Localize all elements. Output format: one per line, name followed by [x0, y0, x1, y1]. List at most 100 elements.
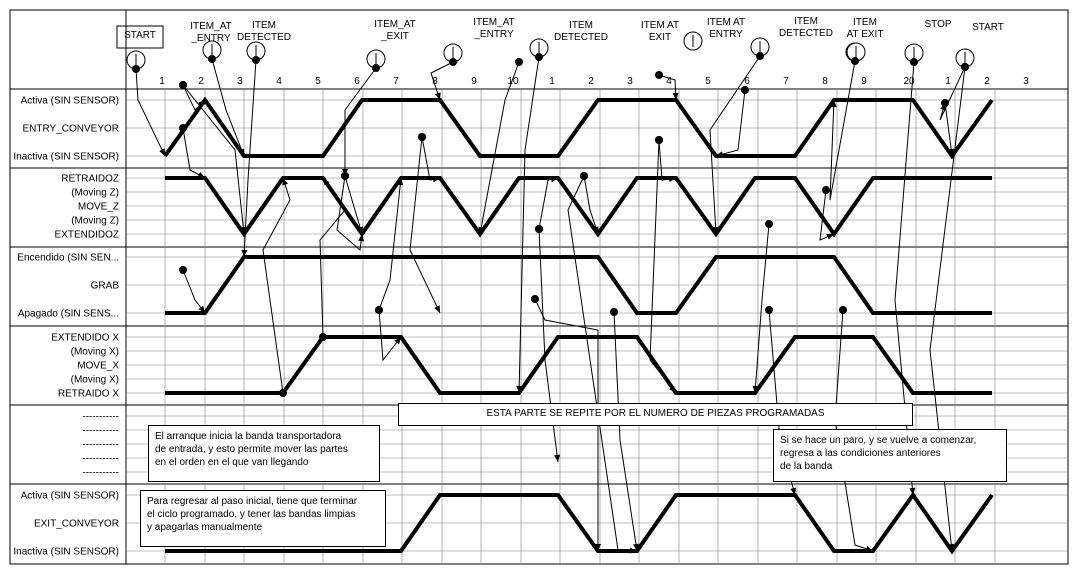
- arrow-head: [672, 92, 679, 100]
- event-label-text: ITEM_AT: [473, 17, 514, 28]
- causality-arrow: [613, 311, 638, 552]
- arrow-origin-dot: [449, 58, 457, 66]
- causality-arrow: [518, 56, 540, 394]
- arrow-origin-dot: [961, 63, 969, 71]
- step-number: 3: [627, 76, 633, 87]
- arrow-head: [240, 226, 247, 234]
- causality-arrow: [262, 177, 291, 394]
- event-stop: STOP: [904, 19, 952, 63]
- event-label-text: DETECTED: [554, 32, 608, 43]
- row-label-blank: -----------: [82, 412, 119, 423]
- step-number: 1: [549, 76, 555, 87]
- start-note: El arranque inicia la banda transportado…: [148, 425, 380, 482]
- arrow-origin-dot: [655, 136, 663, 144]
- arrow-origin-dot: [208, 55, 216, 63]
- causality-arrow: [336, 175, 363, 251]
- arrow-origin-dot: [822, 186, 830, 194]
- arrow-origin-dot: [765, 220, 773, 228]
- arrow-head: [197, 100, 205, 108]
- row-label-exit_conveyor: Activa (SIN SENSOR): [21, 491, 119, 502]
- event-label-text: EXIT: [649, 32, 671, 43]
- row-label-move_x: EXTENDIDO X: [51, 333, 119, 344]
- row-label-grab: Apagado (SIN SENS...: [18, 309, 119, 320]
- causality-arrow: [754, 223, 770, 394]
- causality-arrow: [929, 66, 966, 552]
- arrow-origin-dot: [279, 389, 287, 397]
- arrow-head: [592, 226, 599, 234]
- causality-arrow: [182, 127, 206, 179]
- step-number: 6: [354, 76, 360, 87]
- causality-arrow: [409, 136, 441, 314]
- arrow-origin-dot: [418, 133, 426, 141]
- causality-arrow: [378, 177, 402, 311]
- arrow-head: [357, 226, 363, 234]
- row-label-blank: -----------: [82, 468, 119, 479]
- event-label-text: AT EXIT: [847, 29, 884, 40]
- arrow-head: [554, 454, 561, 462]
- causality-arrow: [534, 298, 599, 551]
- event-label-text: START: [124, 30, 156, 41]
- arrow-head: [434, 92, 441, 100]
- event-label-text: DETECTED: [237, 32, 291, 43]
- event-label-text: ITEM_AT: [190, 21, 231, 32]
- causality-arrow: [421, 136, 441, 181]
- waveform-move-z: [165, 176, 992, 238]
- event-label-text: ITEM: [853, 17, 877, 28]
- arrow-head: [282, 178, 288, 186]
- event-label-text: ITEM: [794, 16, 818, 27]
- causality-arrow: [211, 58, 245, 157]
- row-label-move_z: MOVE_Z: [78, 202, 119, 213]
- step-number: 2: [984, 76, 990, 87]
- causality-arrow: [649, 139, 677, 394]
- step-number: 8: [432, 76, 438, 87]
- row-label-entry_conveyor: ENTRY_CONVEYOR: [22, 124, 119, 135]
- arrow-origin-dot: [252, 56, 260, 64]
- causality-arrow: [344, 175, 363, 235]
- causality-arrow: [319, 177, 346, 338]
- event-label-text: ITEM AT: [641, 20, 679, 31]
- arrow-head: [826, 234, 834, 240]
- event-label-text: ITEM: [252, 20, 276, 31]
- step-number: 9: [471, 76, 477, 87]
- arrow-origin-dot: [535, 53, 543, 61]
- arrow-head: [948, 543, 955, 551]
- arrow-head: [948, 148, 955, 156]
- event-start_2: START: [955, 22, 1004, 68]
- arrow-origin-dot: [179, 124, 187, 132]
- arrow-origin-dot: [372, 64, 380, 72]
- event-label-text: ITEM_AT: [374, 19, 415, 30]
- arrow-head: [629, 547, 637, 554]
- step-number: 20: [903, 76, 915, 87]
- row-label-blank: -----------: [82, 454, 119, 465]
- event-label-text: STOP: [924, 19, 951, 30]
- arrow-origin-dot: [535, 225, 543, 233]
- arrow-head: [241, 249, 248, 257]
- step-number: 9: [861, 76, 867, 87]
- step-number: 6: [744, 76, 750, 87]
- arrow-head: [752, 385, 759, 393]
- row-label-move_z: EXTENDIDOZ: [55, 230, 119, 241]
- causality-arrow: [135, 68, 166, 157]
- arrow-head: [434, 305, 440, 313]
- event-label-text: ITEM AT: [707, 17, 745, 28]
- arrow-origin-dot: [179, 266, 187, 274]
- event-item_at_entry_1: ITEM_AT_ENTRY: [190, 21, 232, 60]
- event-label-box: [116, 25, 164, 49]
- causality-arrow: [567, 175, 638, 552]
- step-number: 8: [822, 76, 828, 87]
- arrow-head: [940, 103, 946, 111]
- arrow-origin-dot: [851, 57, 859, 65]
- event-item_at_exit_1: ITEM_AT_EXIT: [366, 19, 416, 69]
- arrow-head: [394, 337, 401, 345]
- row-label-move_x: (Moving X): [71, 347, 119, 358]
- event-labels: STARTITEM_AT_ENTRYITEMDETECTEDITEM_AT_EX…: [116, 16, 1004, 70]
- causality-arrow: [479, 61, 520, 235]
- arrow-head: [323, 178, 330, 186]
- step-number: 2: [588, 76, 594, 87]
- arrow-head: [516, 385, 523, 393]
